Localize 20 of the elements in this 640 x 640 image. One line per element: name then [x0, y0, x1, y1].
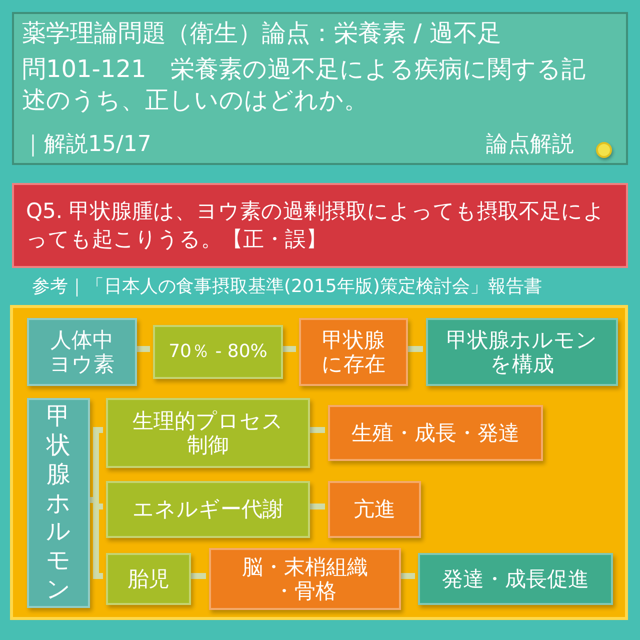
concept-box: 70％ - 80% — [153, 325, 283, 379]
concept-box: 甲状腺ホルモンを構成 — [426, 318, 618, 386]
subtitle-text: 論点解説 — [486, 132, 574, 158]
vertical-label-box: 甲状腺ホルモン — [27, 398, 90, 608]
diagram-panel — [10, 305, 628, 620]
concept-box: 人体中ヨウ素 — [27, 318, 137, 386]
header-panel — [12, 12, 628, 165]
concept-box: 生殖・成長・発達 — [328, 405, 543, 461]
concept-box: 亢進 — [328, 481, 421, 538]
concept-box: 甲状腺に存在 — [299, 318, 408, 386]
title-text: 薬学理論問題（衛生）論点：栄養素 / 過不足 — [22, 20, 502, 48]
page-number: ｜解説15/17 — [22, 132, 152, 158]
question-box: Q5. 甲状腺腫は、ヨウ素の過剰摂取によっても摂取不足によっても起こりうる。【正・誤】 — [12, 183, 628, 268]
reference-note: 参考｜「日本人の食事摂取基準(2015年版)策定検討会」報告書 — [32, 275, 542, 298]
concept-box: 発達・成長促進 — [418, 553, 613, 605]
concept-box: 胎児 — [106, 553, 191, 605]
concept-box: エネルギー代謝 — [106, 481, 310, 538]
question-text: 問101-121 栄養素の過不足による疾病に関する記述のうち、正しいのはどれか。 — [22, 54, 586, 116]
concept-box: 生理的プロセス制御 — [106, 398, 310, 468]
concept-box: 脳・末梢組織・骨格 — [209, 548, 401, 610]
